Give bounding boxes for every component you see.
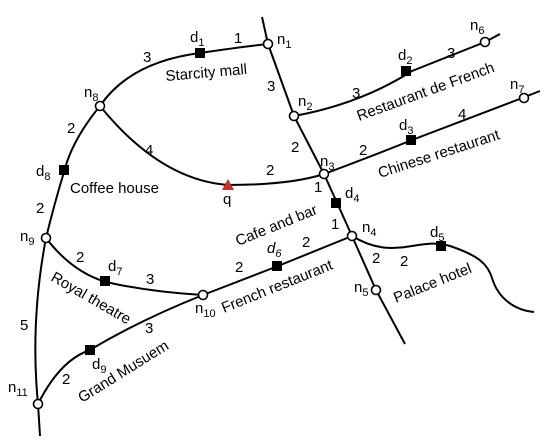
- weight-n4-d6: 2: [302, 234, 310, 251]
- object-d6-marker: [272, 261, 282, 271]
- weight-d1-n1: 1: [234, 30, 242, 47]
- object-id-d4: d4: [345, 185, 359, 205]
- object-id-d8: d8: [36, 163, 50, 183]
- query-label: q: [223, 191, 231, 208]
- node-label-n8: n8: [84, 84, 98, 104]
- weight-n4-d5: 2: [400, 253, 408, 270]
- road-n11-bottom: [37, 403, 41, 437]
- object-id-d5: d5: [430, 224, 444, 244]
- node-labels: n1 n2 n3 n4 n5 n6 n7 n8 n9 n10 n11 q: [8, 17, 524, 399]
- road-n8-q-n3: [99, 105, 325, 187]
- node-label-n4: n4: [362, 219, 376, 239]
- node-n4: [346, 230, 358, 242]
- object-id-d9: d9: [92, 356, 106, 376]
- weight-d4-n4: 1: [331, 216, 339, 233]
- weight-d7-n10: 3: [146, 271, 154, 288]
- node-n3: [318, 168, 330, 180]
- edge-weights: 3 1 3 3 3 2 2 4 1 1 2 2 2 2 2 2 4 2 2 2 …: [20, 30, 466, 388]
- node-label-n2: n2: [298, 93, 312, 113]
- place-coffee-house: Coffee house: [70, 180, 159, 197]
- object-d9-marker: [85, 345, 95, 355]
- node-label-n6: n6: [470, 17, 484, 37]
- weight-n1-n2: 3: [267, 78, 275, 95]
- road-n2-n3: [293, 115, 325, 175]
- node-n9: [40, 232, 52, 244]
- weight-n8-d1: 3: [143, 49, 151, 66]
- weight-n9-n11: 5: [20, 317, 28, 334]
- object-d5-marker: [436, 241, 446, 251]
- node-n7: [518, 92, 530, 104]
- weight-d2-n6: 3: [447, 45, 455, 62]
- data-objects: [59, 48, 446, 355]
- road-n4-n5: [351, 235, 377, 291]
- weight-n3-d4: 1: [314, 179, 322, 196]
- weight-n8-q: 4: [145, 142, 153, 159]
- node-label-n11: n11: [8, 379, 28, 399]
- weight-n2-n3: 2: [291, 139, 299, 156]
- node-label-n3: n3: [320, 153, 334, 173]
- weight-n11-d9: 2: [62, 371, 70, 388]
- weight-n8-d8: 2: [67, 120, 75, 137]
- object-id-d7: d7: [108, 258, 122, 278]
- place-chinese-restaurant: Chinese restaurant: [376, 126, 503, 182]
- node-label-n10: n10: [195, 300, 216, 320]
- weight-d9-n10: 3: [145, 320, 153, 337]
- node-label-n9: n9: [20, 228, 34, 248]
- weight-n4-n5: 2: [372, 250, 380, 267]
- weight-d8-n9: 2: [36, 200, 44, 217]
- node-n8: [94, 100, 106, 112]
- object-d4-marker: [331, 198, 341, 208]
- query-point-marker: [222, 179, 234, 190]
- node-n1: [262, 38, 274, 50]
- node-n2: [288, 110, 300, 122]
- object-d2-marker: [401, 66, 411, 76]
- weight-d6-n10: 2: [235, 259, 243, 276]
- road-n2-n6: [293, 33, 501, 117]
- node-label-n7: n7: [510, 76, 524, 96]
- road-n5-bottom: [375, 289, 406, 345]
- road-n4-palace-hotel: [351, 235, 535, 313]
- object-id-d2: d2: [398, 47, 412, 67]
- object-id-d3: d3: [399, 117, 413, 137]
- object-id-d6: d6: [267, 240, 282, 260]
- object-d1-marker: [195, 48, 205, 58]
- weight-n3-d3: 2: [359, 142, 367, 159]
- road-nodes: [32, 36, 530, 410]
- weight-d3-n7: 4: [458, 106, 466, 123]
- object-d3-marker: [406, 135, 416, 145]
- object-id-d1: d1: [190, 29, 204, 49]
- weight-n2-d2: 3: [352, 85, 360, 102]
- node-label-n5: n5: [354, 279, 368, 299]
- weight-q-n3: 2: [266, 162, 274, 179]
- node-label-n1: n1: [277, 31, 291, 51]
- object-d7-marker: [100, 276, 110, 286]
- weight-n9-d7: 2: [76, 249, 84, 266]
- object-id-labels: d1 d2 d3 d4 d5 d6 d7 d8 d9: [36, 29, 444, 376]
- node-n5: [370, 284, 382, 296]
- object-d8-marker: [59, 165, 69, 175]
- road-n1-n2: [267, 43, 295, 117]
- node-n6: [479, 36, 491, 48]
- node-n10: [197, 289, 209, 301]
- node-n11: [32, 398, 44, 410]
- place-starcity-mall: Starcity mall: [165, 61, 248, 85]
- road-n9-n11: [34, 237, 47, 405]
